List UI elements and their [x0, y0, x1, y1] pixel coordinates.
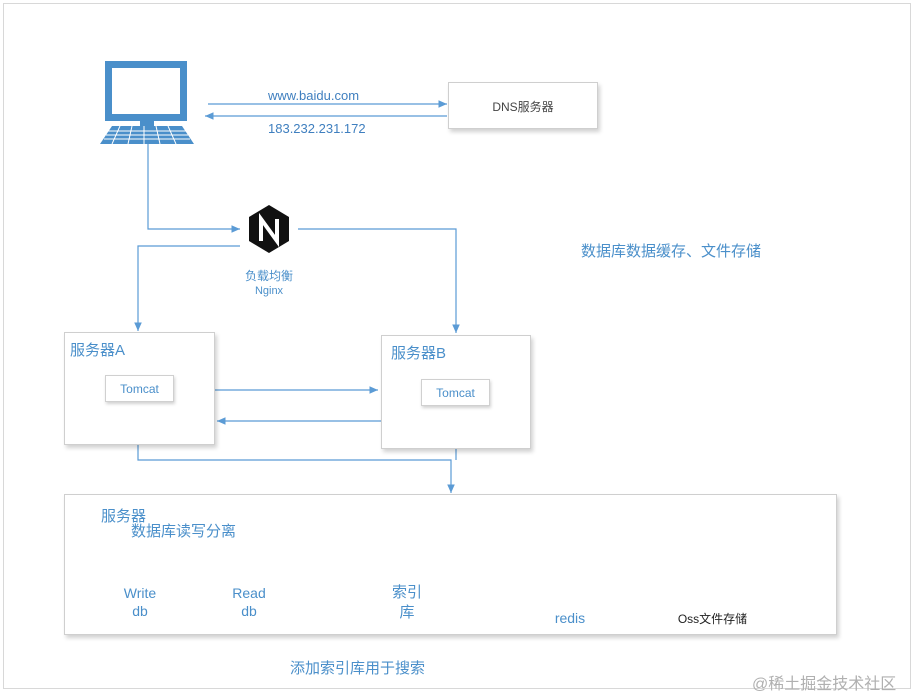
load-balancer-label: 负载均衡 [244, 269, 293, 283]
oss-storage-label: Oss文件存储 [677, 612, 748, 626]
arrow-nginx-server-b [298, 228, 460, 333]
computer-icon [100, 61, 194, 145]
index-db-label: 索引 库 [391, 584, 422, 621]
read-db-label: Read db [232, 585, 266, 619]
response-ip-label: 183.232.231.172 [268, 121, 366, 136]
read-write-split-label: 数据库读写分离 [131, 523, 237, 540]
nginx-logo-icon [249, 205, 289, 253]
server-a-tomcat: Tomcat [105, 375, 174, 402]
arrow-nginx-server-a [134, 245, 240, 331]
dns-server-label: DNS服务器 [492, 100, 554, 114]
index-search-note: 添加索引库用于搜索 [290, 660, 426, 677]
nginx-label: Nginx [254, 285, 284, 297]
dns-server-box: DNS服务器 [448, 82, 598, 129]
arrow-servers-services [137, 445, 455, 493]
arrow-client-nginx [147, 144, 240, 233]
cache-note: 数据库数据缓存、文件存储 [581, 243, 762, 260]
watermark: @稀土掘金技术社区 [752, 676, 897, 693]
services-title: 服务器 [101, 508, 147, 525]
services-box [64, 494, 837, 635]
diagram-frame [3, 3, 911, 689]
server-a-title: 服务器A [70, 342, 126, 359]
write-db-label: Write db [123, 585, 157, 619]
request-url-label: www.baidu.com [268, 88, 360, 103]
server-b-title: 服务器B [391, 345, 447, 362]
server-b-tomcat: Tomcat [421, 379, 490, 406]
redis-label: redis [554, 610, 586, 626]
